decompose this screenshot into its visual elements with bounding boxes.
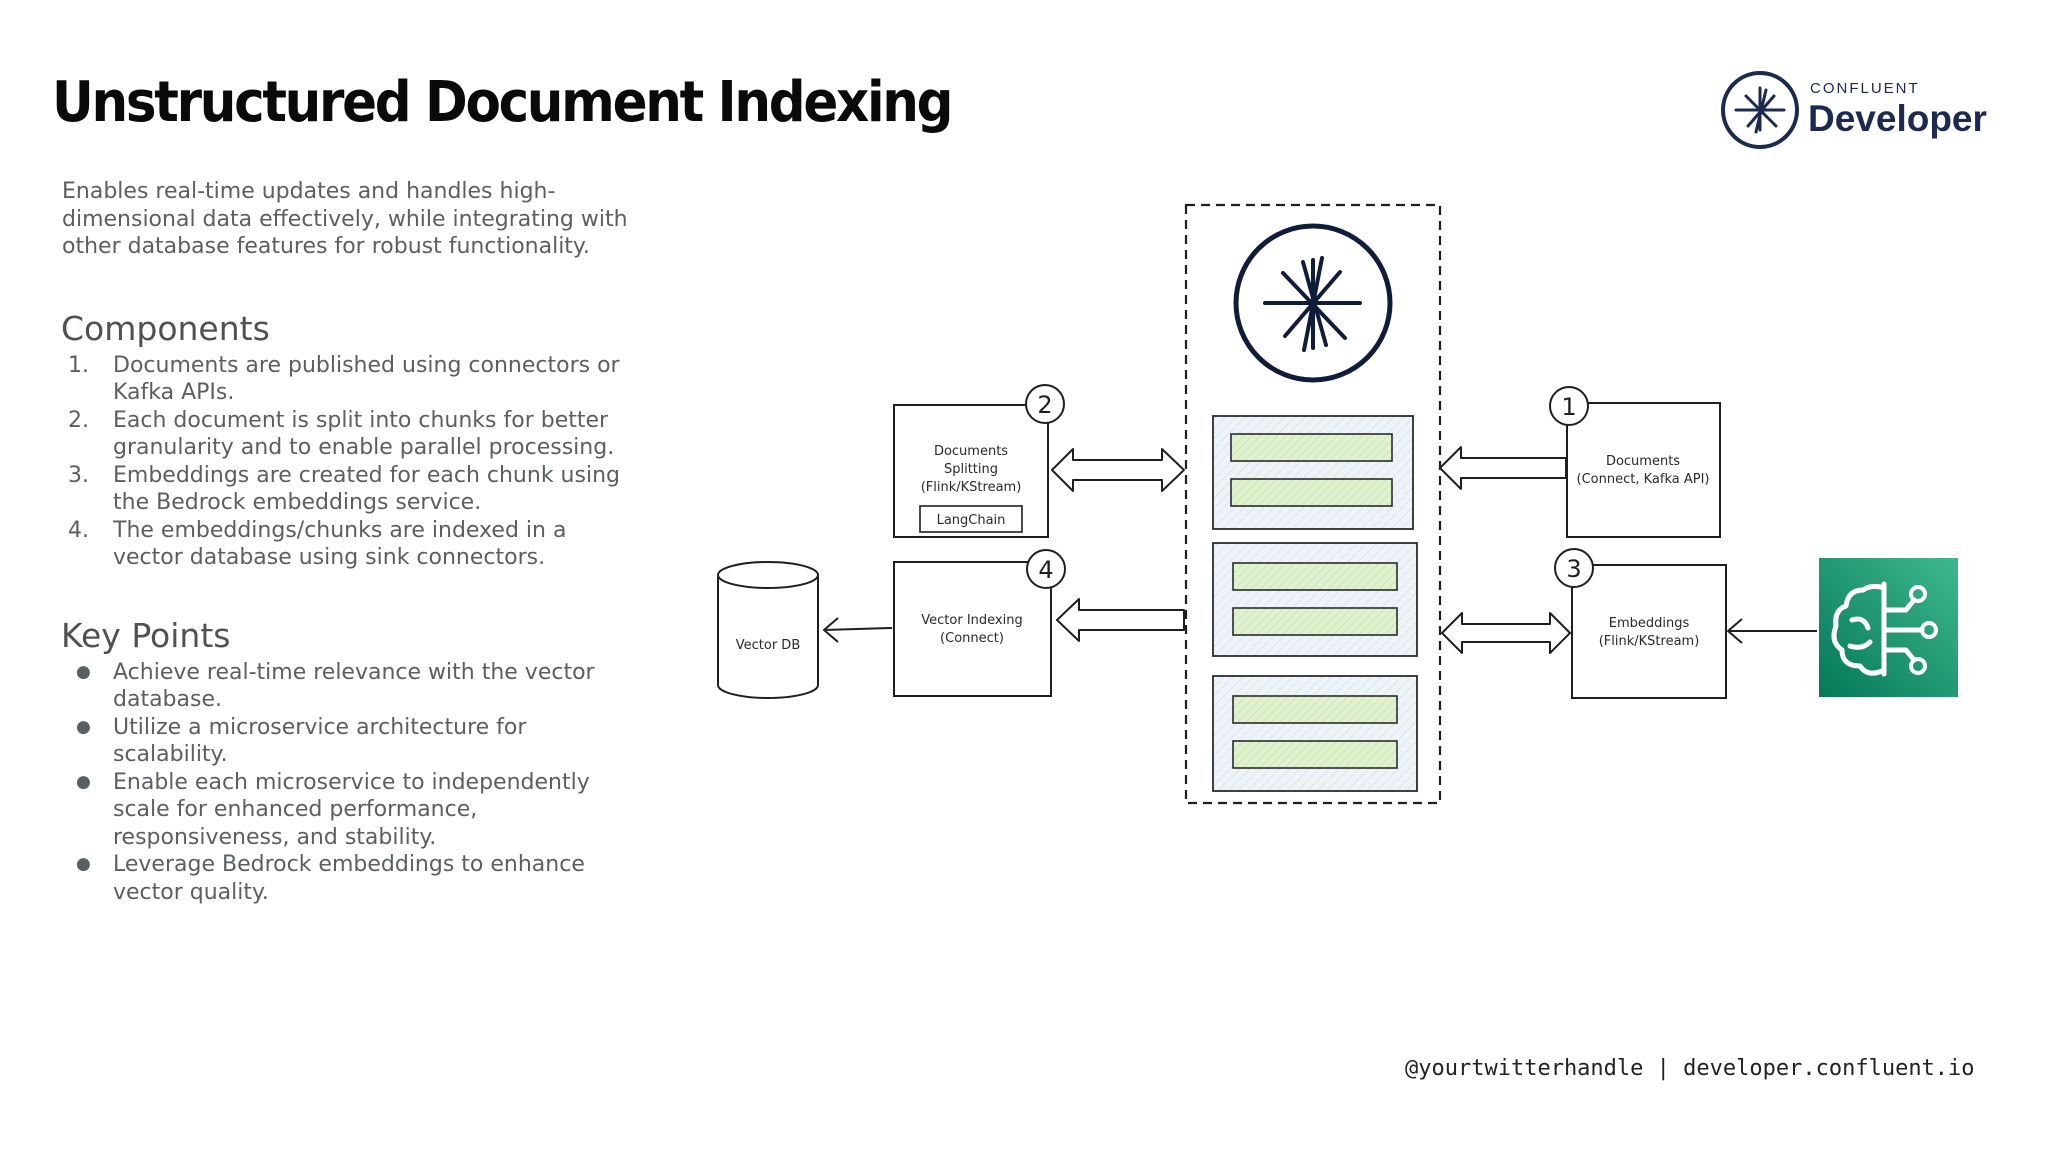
step-badge: 3 [1566, 555, 1581, 583]
bedrock-icon [1819, 558, 1958, 697]
kafka-topic [1212, 542, 1418, 657]
node-label: (Connect, Kafka API) [1577, 472, 1710, 487]
bullet-icon: ● [76, 854, 91, 874]
intro-paragraph: Enables real-time updates and handles hi… [62, 179, 628, 259]
list-marker: 4. [68, 517, 89, 543]
architecture-diagram: Documents Splitting (Flink/KStream) Lang… [717, 203, 1958, 805]
topic-record [1230, 478, 1393, 507]
node-label: Documents [1606, 454, 1680, 469]
bullet-icon: ● [76, 771, 91, 792]
node-label: (Flink/KStream) [1599, 634, 1700, 649]
list-marker: 2. [68, 407, 89, 433]
list-item-text: Achieve real-time relevance with the vec… [113, 659, 595, 713]
list-item: ● Utilize a microservice architecture for… [62, 714, 632, 769]
topic-record [1230, 433, 1393, 462]
confluent-developer-logo: CONFLUENT Developer [1718, 68, 2018, 152]
step-badge: 1 [1561, 393, 1576, 421]
topic-record [1232, 695, 1398, 724]
arrows [823, 446, 1817, 654]
arrow-from-cluster [1056, 598, 1185, 642]
list-item-text: Leverage Bedrock embeddings to enhance v… [113, 852, 585, 905]
node-label: (Connect) [940, 631, 1004, 646]
bullet-icon: ● [76, 661, 91, 682]
kafka-cluster [1184, 203, 1442, 805]
node-vector-db: Vector DB [717, 561, 819, 699]
topic-record [1232, 740, 1398, 769]
key-points-heading: Key Points [61, 615, 231, 655]
node-label: Documents [934, 444, 1008, 459]
list-item-text: The embeddings/chunks are indexed in a v… [113, 517, 567, 571]
list-item-text: Embeddings are created for each chunk us… [113, 462, 620, 516]
bidirectional-arrow [1051, 448, 1185, 492]
list-item-text: Enable each microservice to independentl… [113, 769, 590, 850]
bidirectional-arrow [1441, 612, 1571, 654]
node-label: (Flink/KStream) [921, 480, 1022, 495]
confluent-icon [1233, 223, 1393, 383]
footer-credit: @yourtwitterhandle | developer.confluent… [1405, 1056, 1975, 1081]
brand-company: CONFLUENT [1810, 80, 1920, 97]
list-item-text: Utilize a microservice architecture for … [113, 714, 527, 768]
list-item: 1. Documents are published using connecto… [62, 352, 632, 407]
node-documents-splitting: Documents Splitting (Flink/KStream) Lang… [893, 384, 1065, 538]
node-documents-source: Documents (Connect, Kafka API) 1 [1549, 386, 1721, 538]
arrow-line [823, 617, 893, 643]
list-item: 2. Each document is split into chunks for… [62, 407, 632, 462]
node-label: Vector Indexing [921, 613, 1022, 628]
components-heading: Components [61, 308, 270, 348]
list-item: ● Achieve real-time relevance with the ve… [62, 659, 632, 714]
confluent-logo-icon [1721, 71, 1799, 149]
node-label: Splitting [944, 462, 998, 477]
topic-record [1232, 607, 1398, 636]
node-label: Embeddings [1609, 616, 1690, 631]
list-marker: 3. [68, 462, 89, 488]
text-panel: Enables real-time updates and handles hi… [61, 178, 632, 907]
node-label: Vector DB [736, 638, 801, 653]
list-item: ● Leverage Bedrock embeddings to enhance … [62, 851, 632, 906]
arrow-line [1727, 618, 1817, 644]
node-vector-indexing: Vector Indexing (Connect) 4 [893, 549, 1066, 697]
components-list: 1. Documents are published using connecto… [62, 352, 632, 572]
bullet-icon: ● [76, 716, 91, 737]
list-item: ● Enable each microservice to independent… [62, 769, 632, 852]
langchain-tag: LangChain [937, 513, 1006, 528]
kafka-topic [1212, 415, 1414, 530]
arrow-to-cluster [1439, 446, 1567, 490]
brand-product: Developer [1808, 98, 1987, 139]
list-item-text: Documents are published using connectors… [113, 352, 620, 406]
list-item: 3. Embeddings are created for each chunk … [62, 462, 632, 517]
key-points-list: ● Achieve real-time relevance with the ve… [62, 659, 632, 907]
list-item-text: Each document is split into chunks for b… [113, 407, 615, 461]
step-badge: 4 [1038, 556, 1053, 584]
node-embeddings: Embeddings (Flink/KStream) 3 [1554, 548, 1727, 699]
list-marker: 1. [68, 352, 89, 378]
list-item: 4. The embeddings/chunks are indexed in a… [62, 517, 632, 572]
topic-record [1232, 562, 1398, 591]
step-badge: 2 [1037, 391, 1052, 419]
kafka-topic [1212, 675, 1418, 792]
page-title: Unstructured Document Indexing [52, 70, 954, 135]
